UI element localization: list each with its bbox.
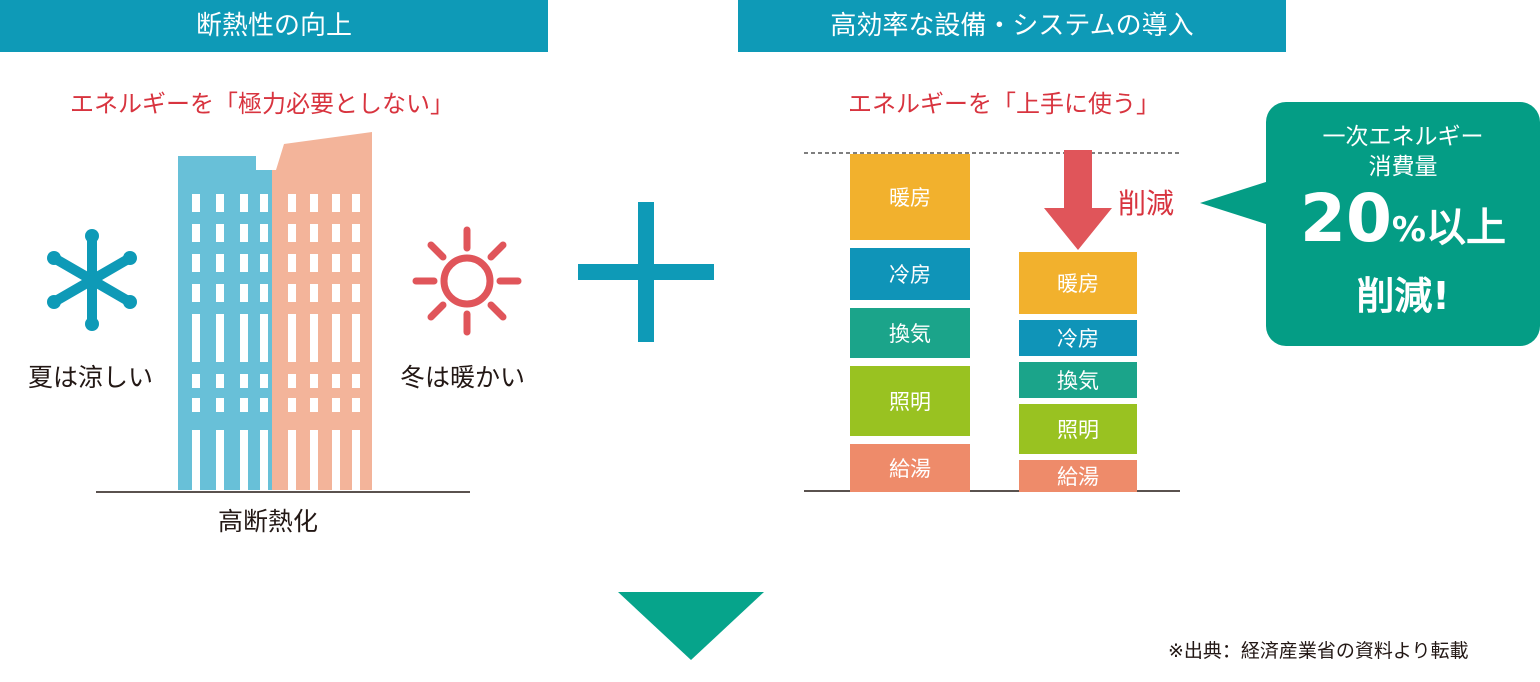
- after-hot-water: 給湯: [1019, 460, 1137, 492]
- before-ventilation: 換気: [850, 308, 970, 358]
- reduction-label: 削減: [1118, 187, 1175, 220]
- right-subtitle: エネルギーを「上手に使う」: [848, 90, 1160, 118]
- after-ventilation: 換気: [1019, 362, 1137, 398]
- callout-line1: 一次エネルギー: [1322, 124, 1484, 150]
- callout-percentage: 20%以上: [1266, 182, 1540, 273]
- after-bar: 暖房 冷房 換気 照明 給湯: [1019, 252, 1137, 492]
- before-cooling: 冷房: [850, 248, 970, 300]
- building-label: 高断熱化: [218, 507, 319, 536]
- before-hot-water: 給湯: [850, 444, 970, 492]
- winter-label: 冬は暖かい: [400, 363, 526, 392]
- callout-percent: %: [1391, 210, 1426, 250]
- left-header: 断熱性の向上: [0, 0, 548, 52]
- snowflake-icon: [47, 229, 137, 331]
- right-header: 高効率な設備・システムの導入: [738, 0, 1286, 52]
- reduction-callout: 一次エネルギー 消費量 20%以上 削減!: [1266, 102, 1540, 346]
- reduction-arrow-icon: [1044, 150, 1112, 250]
- left-subtitle: エネルギーを「極力必要としない」: [70, 90, 454, 118]
- plus-icon: [578, 202, 714, 342]
- after-heating: 暖房: [1019, 252, 1137, 314]
- after-lighting: 照明: [1019, 404, 1137, 454]
- callout-line4: 削減!: [1356, 274, 1450, 318]
- summer-label: 夏は涼しい: [28, 363, 154, 392]
- before-bar: 暖房 冷房 換気 照明 給湯: [850, 154, 970, 492]
- callout-suffix: 以上: [1425, 205, 1506, 251]
- after-cooling: 冷房: [1019, 320, 1137, 356]
- building-illustration: [96, 132, 470, 493]
- sun-icon: [412, 226, 522, 336]
- before-lighting: 照明: [850, 366, 970, 436]
- before-heating: 暖房: [850, 154, 970, 240]
- callout-pointer: [1200, 180, 1272, 226]
- source-note: ※出典：経済産業省の資料より転載: [1168, 640, 1469, 662]
- down-arrow-icon: [618, 592, 764, 660]
- callout-line2: 消費量: [1368, 154, 1438, 180]
- callout-number: 20: [1300, 180, 1392, 257]
